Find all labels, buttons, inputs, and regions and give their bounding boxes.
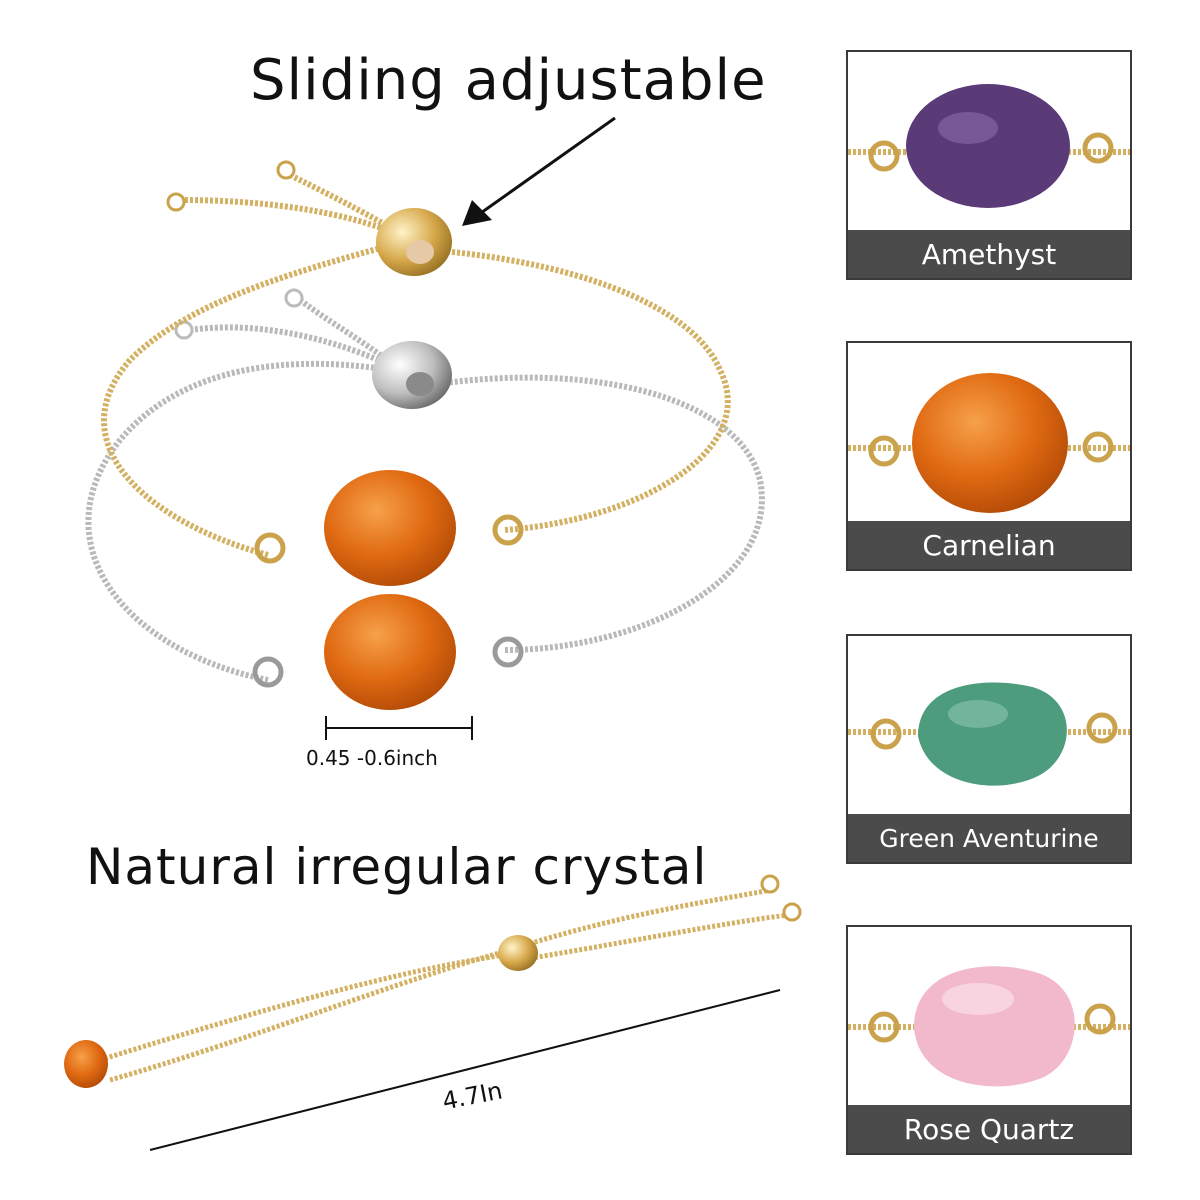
stone-label: Amethyst bbox=[848, 230, 1130, 278]
stone-size-bracket bbox=[325, 716, 473, 740]
rose-quartz-stone-image bbox=[848, 966, 1130, 1087]
length-line bbox=[149, 989, 781, 1151]
stone-panel-rose-quartz[interactable]: Rose Quartz bbox=[846, 925, 1132, 1155]
carnelian-stone-top bbox=[254, 470, 524, 586]
flat-carnelian-stone bbox=[64, 1040, 108, 1088]
flat-slider-bead bbox=[498, 935, 538, 971]
stone-label: Rose Quartz bbox=[848, 1105, 1130, 1153]
amethyst-stone-image bbox=[848, 84, 1130, 208]
gold-bracelet bbox=[101, 172, 731, 558]
flat-gold-bracelet bbox=[99, 887, 791, 1083]
heading-natural-crystal: Natural irregular crystal bbox=[86, 838, 708, 896]
heading-sliding-adjustable: Sliding adjustable bbox=[250, 48, 767, 113]
stone-size-label: 0.45 -0.6inch bbox=[306, 746, 438, 770]
stone-panel-amethyst[interactable]: Amethyst bbox=[846, 50, 1132, 280]
gold-clasp-charm bbox=[276, 160, 296, 180]
green-aventurine-stone-image bbox=[848, 682, 1130, 786]
stone-panel-carnelian[interactable]: Carnelian bbox=[846, 341, 1132, 571]
carnelian-stone-bottom bbox=[252, 594, 524, 710]
silver-clasp-charm bbox=[174, 320, 194, 340]
stone-label: Carnelian bbox=[848, 521, 1130, 569]
silver-clasp-charm bbox=[284, 288, 304, 308]
carnelian-stone-image bbox=[848, 373, 1130, 513]
arrow-pointer bbox=[462, 116, 616, 226]
stone-label: Green Aventurine bbox=[848, 814, 1130, 862]
gold-clasp-charm bbox=[166, 192, 186, 212]
stone-panel-green-aventurine[interactable]: Green Aventurine bbox=[846, 634, 1132, 864]
